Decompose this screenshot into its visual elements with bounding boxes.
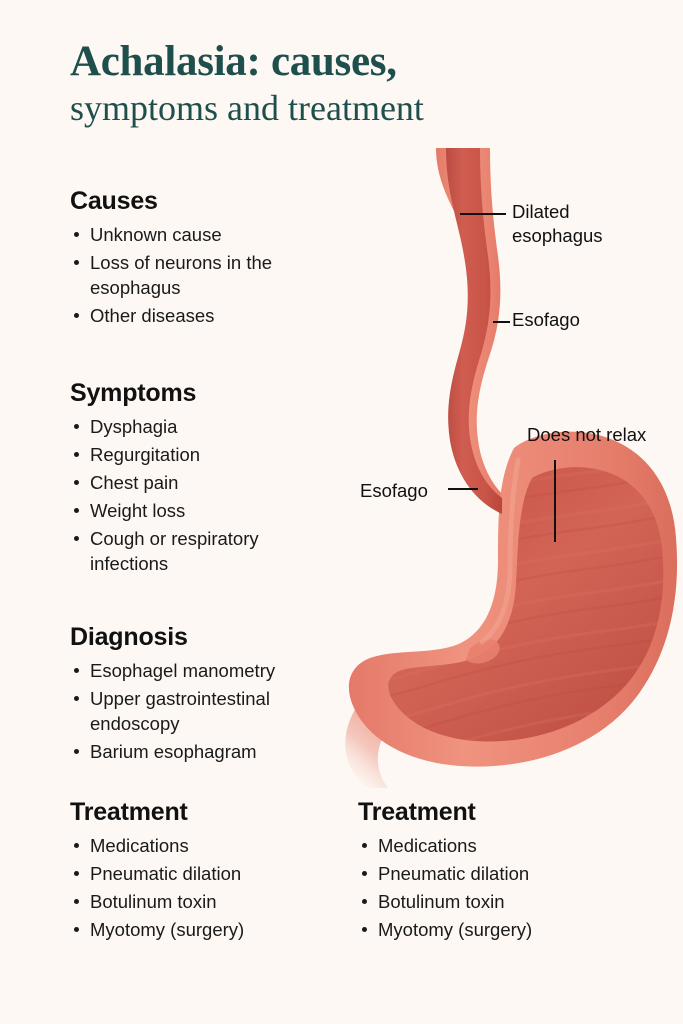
list-item: Pneumatic dilation	[358, 861, 626, 886]
symptoms-list: Dysphagia Regurgitation Chest pain Weigh…	[70, 414, 338, 576]
list-item: Botulinum toxin	[358, 889, 626, 914]
list-item: Upper gastrointestinal endoscopy	[70, 686, 342, 736]
list-item: Medications	[358, 833, 626, 858]
section-diagnosis: Diagnosis Esophagel manometry Upper gast…	[70, 622, 342, 767]
section-heading-treatment-left: Treatment	[70, 798, 188, 826]
list-item: Medications	[70, 833, 338, 858]
treatment-left-list: Medications Pneumatic dilation Botulinum…	[70, 833, 338, 942]
treatment-right-list: Medications Pneumatic dilation Botulinum…	[358, 833, 626, 942]
list-item: Weight loss	[70, 498, 338, 523]
callout-esofago-upper: Esofago	[512, 309, 580, 330]
section-treatment-right: Treatment Medications Pneumatic dilation…	[358, 797, 626, 945]
causes-list: Unknown cause Loss of neurons in the eso…	[70, 222, 338, 328]
list-item: Esophagel manometry	[70, 658, 342, 683]
section-heading-treatment-right: Treatment	[358, 798, 476, 826]
section-heading-diagnosis: Diagnosis	[70, 623, 188, 651]
list-item: Dysphagia	[70, 414, 338, 439]
section-symptoms: Symptoms Dysphagia Regurgitation Chest p…	[70, 378, 338, 579]
list-item: Unknown cause	[70, 222, 338, 247]
page-title: Achalasia: causes, symptoms and treatmen…	[70, 38, 630, 129]
callout-does-not-relax: Does not relax	[527, 424, 647, 445]
esophagus-lumen	[446, 148, 502, 514]
list-item: Chest pain	[70, 470, 338, 495]
callout-esofago-lower: Esofago	[360, 480, 428, 501]
achalasia-anatomy-illustration	[318, 148, 678, 788]
list-item: Other diseases	[70, 303, 338, 328]
list-item: Myotomy (surgery)	[358, 917, 626, 942]
section-heading-causes: Causes	[70, 187, 158, 215]
list-item: Barium esophagram	[70, 739, 342, 764]
section-treatment-left: Treatment Medications Pneumatic dilation…	[70, 797, 338, 945]
list-item: Loss of neurons in the esophagus	[70, 250, 338, 300]
list-item: Myotomy (surgery)	[70, 917, 338, 942]
page-title-line-1: Achalasia: causes,	[70, 38, 397, 85]
incisura-detail	[466, 639, 500, 664]
diagnosis-list: Esophagel manometry Upper gastrointestin…	[70, 658, 342, 764]
list-item: Pneumatic dilation	[70, 861, 338, 886]
list-item: Cough or respiratory infections	[70, 526, 338, 576]
list-item: Botulinum toxin	[70, 889, 338, 914]
list-item: Regurgitation	[70, 442, 338, 467]
page-title-line-2: symptoms and treatment	[70, 88, 424, 128]
section-heading-symptoms: Symptoms	[70, 379, 197, 407]
callout-dilated-esophagus: Dilated esophagus	[512, 201, 603, 246]
stomach-wall-highlight	[479, 457, 521, 645]
section-causes: Causes Unknown cause Loss of neurons in …	[70, 186, 338, 331]
